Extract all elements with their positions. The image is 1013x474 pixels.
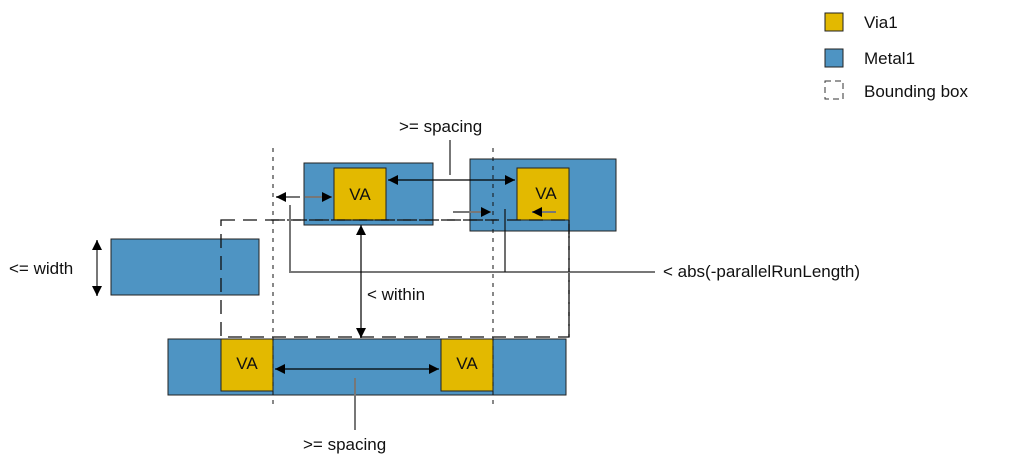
legend-swatch-bounding-box [824, 80, 844, 100]
legend: Via1 Metal1 Bounding box [824, 12, 968, 101]
via-bottom-left: VA [220, 338, 274, 392]
legend-label-metal1: Metal1 [864, 49, 915, 68]
spacing-top-label: >= spacing [399, 117, 482, 136]
width-label: <= width [9, 259, 73, 278]
via-bottom-right: VA [440, 338, 494, 392]
legend-label-bounding-box: Bounding box [864, 82, 968, 101]
spacing-bottom-label: >= spacing [303, 435, 386, 454]
via-label: VA [349, 185, 371, 204]
prl-leader [289, 205, 655, 273]
legend-swatch-via1 [824, 12, 844, 32]
prl-label: < abs(-parallelRunLength) [663, 262, 860, 281]
via-label: VA [236, 354, 258, 373]
via-label: VA [456, 354, 478, 373]
via-top-left: VA [333, 167, 387, 221]
legend-swatch-metal1 [824, 48, 844, 68]
via-top-right: VA [516, 167, 570, 221]
via-label: VA [535, 184, 557, 203]
metal-left-narrow [110, 238, 260, 296]
bounding-box-main [220, 219, 570, 338]
within-label: < within [367, 285, 425, 304]
legend-label-via1: Via1 [864, 13, 898, 32]
